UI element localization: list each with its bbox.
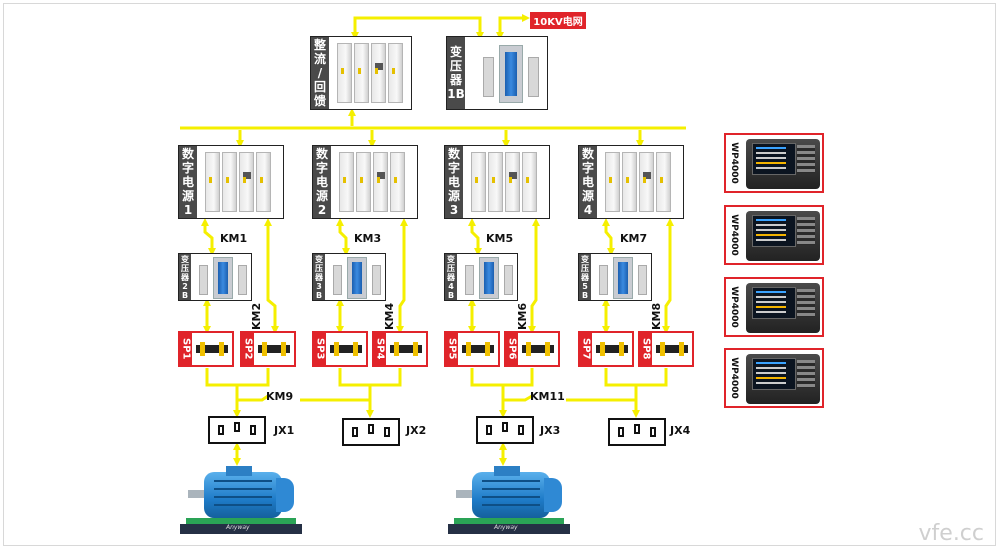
transformer-4b[interactable]: 变 压 器 4 B bbox=[444, 253, 518, 301]
current-sensor-icon bbox=[330, 342, 362, 356]
transformer-icon bbox=[597, 257, 649, 299]
transformer-1b[interactable]: 变 压 器 1B bbox=[446, 36, 548, 110]
diagram-frame bbox=[3, 3, 996, 546]
rectifier-unit[interactable]: 整 流 / 回 馈 bbox=[310, 36, 412, 110]
sensor-sp2-label: SP2 bbox=[242, 333, 254, 365]
transformer-icon bbox=[463, 257, 515, 299]
transformer-2b[interactable]: 变 压 器 2 B bbox=[178, 253, 252, 301]
transformer-icon bbox=[331, 257, 383, 299]
sensor-sp5[interactable]: SP5 bbox=[444, 331, 500, 367]
contactor-km5: KM5 bbox=[486, 232, 514, 245]
sensor-sp7-label: SP7 bbox=[580, 333, 592, 365]
current-sensor-icon bbox=[462, 342, 494, 356]
transformer-icon bbox=[197, 257, 249, 299]
motor-brand: Anyway bbox=[226, 524, 250, 531]
sensor-sp1-label: SP1 bbox=[180, 333, 192, 365]
power-analyzer-3[interactable]: WP4000 bbox=[724, 277, 824, 337]
analyzer-label: WP4000 bbox=[729, 142, 740, 184]
motor-icon bbox=[204, 472, 282, 518]
current-sensor-icon bbox=[596, 342, 628, 356]
wire-rectifier-transformer bbox=[351, 16, 484, 40]
power-source-4[interactable]: 数 字 电 源 4 bbox=[578, 145, 684, 219]
contactor-km1: KM1 bbox=[220, 232, 248, 245]
sensor-sp8-label: SP8 bbox=[640, 333, 652, 365]
transformer-2b-label: 变 压 器 2 B bbox=[179, 254, 191, 300]
wire-grid bbox=[496, 14, 530, 40]
sensor-sp1[interactable]: SP1 bbox=[178, 331, 234, 367]
junction-jx2[interactable] bbox=[342, 418, 400, 446]
sensor-sp3-label: SP3 bbox=[314, 333, 326, 365]
current-sensor-icon bbox=[258, 342, 290, 356]
transformer-4b-label: 变 压 器 4 B bbox=[445, 254, 457, 300]
sensor-sp4-label: SP4 bbox=[374, 333, 386, 365]
motor-brand: Anyway bbox=[494, 524, 518, 531]
contactor-km7: KM7 bbox=[620, 232, 648, 245]
power-source-3-label: 数 字 电 源 3 bbox=[445, 146, 463, 218]
contactor-km11: KM11 bbox=[530, 390, 565, 403]
sensor-sp3[interactable]: SP3 bbox=[312, 331, 368, 367]
watermark: vfe.cc bbox=[918, 521, 984, 546]
sensor-sp2[interactable]: SP2 bbox=[240, 331, 296, 367]
grid-label: 10KV电网 bbox=[530, 12, 586, 29]
transformer-icon bbox=[481, 45, 541, 103]
power-analyzer-1[interactable]: WP4000 bbox=[724, 133, 824, 193]
junction-jx4[interactable] bbox=[608, 418, 666, 446]
junction-jx3[interactable] bbox=[476, 416, 534, 444]
analyzer-label: WP4000 bbox=[729, 214, 740, 256]
sensor-sp7[interactable]: SP7 bbox=[578, 331, 634, 367]
power-analyzer-4[interactable]: WP4000 bbox=[724, 348, 824, 408]
power-analyzer-2[interactable]: WP4000 bbox=[724, 205, 824, 265]
contactor-km6: KM6 bbox=[516, 302, 529, 330]
sensor-sp8[interactable]: SP8 bbox=[638, 331, 694, 367]
power-source-2-label: 数 字 电 源 2 bbox=[313, 146, 331, 218]
transformer-3b[interactable]: 变 压 器 3 B bbox=[312, 253, 386, 301]
analyzer-label: WP4000 bbox=[729, 357, 740, 399]
motor-1[interactable]: Anyway bbox=[180, 466, 302, 536]
sensor-sp4[interactable]: SP4 bbox=[372, 331, 428, 367]
current-sensor-icon bbox=[656, 342, 688, 356]
power-source-4-label: 数 字 电 源 4 bbox=[579, 146, 597, 218]
junction-jx3-label: JX3 bbox=[540, 424, 561, 437]
motor-2[interactable]: Anyway bbox=[448, 466, 570, 536]
transformer-3b-label: 变 压 器 3 B bbox=[313, 254, 325, 300]
junction-jx1-label: JX1 bbox=[274, 424, 295, 437]
contactor-km8: KM8 bbox=[650, 302, 663, 330]
contactor-km4: KM4 bbox=[383, 302, 396, 330]
current-sensor-icon bbox=[390, 342, 422, 356]
sensor-sp6-label: SP6 bbox=[506, 333, 518, 365]
junction-jx1[interactable] bbox=[208, 416, 266, 444]
transformer-5b-label: 变 压 器 5 B bbox=[579, 254, 591, 300]
power-source-1-label: 数 字 电 源 1 bbox=[179, 146, 197, 218]
cabinet-icon bbox=[471, 152, 537, 212]
power-source-3[interactable]: 数 字 电 源 3 bbox=[444, 145, 550, 219]
transformer-1b-label: 变 压 器 1B bbox=[447, 37, 465, 109]
junction-jx4-label: JX4 bbox=[670, 424, 691, 437]
contactor-km9: KM9 bbox=[266, 390, 294, 403]
motor-icon bbox=[472, 472, 550, 518]
transformer-5b[interactable]: 变 压 器 5 B bbox=[578, 253, 652, 301]
sensor-sp6[interactable]: SP6 bbox=[504, 331, 560, 367]
power-source-2[interactable]: 数 字 电 源 2 bbox=[312, 145, 418, 219]
power-source-1[interactable]: 数 字 电 源 1 bbox=[178, 145, 284, 219]
cabinet-icon bbox=[605, 152, 671, 212]
cabinet-icon bbox=[205, 152, 271, 212]
rectifier-cabinet-icon bbox=[337, 43, 403, 103]
contactor-km3: KM3 bbox=[354, 232, 382, 245]
sensor-sp5-label: SP5 bbox=[446, 333, 458, 365]
cabinet-icon bbox=[339, 152, 405, 212]
contactor-km2: KM2 bbox=[250, 302, 263, 330]
rectifier-label: 整 流 / 回 馈 bbox=[311, 37, 329, 109]
analyzer-label: WP4000 bbox=[729, 286, 740, 328]
junction-jx2-label: JX2 bbox=[406, 424, 427, 437]
current-sensor-icon bbox=[522, 342, 554, 356]
current-sensor-icon bbox=[196, 342, 228, 356]
